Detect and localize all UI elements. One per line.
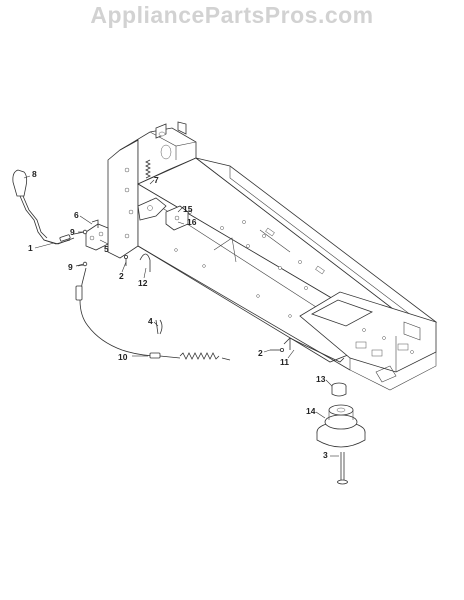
control-rod [43,234,75,245]
screw-lower [270,347,284,352]
callout-6: 6 [74,210,79,220]
leader-lines [23,175,339,457]
tension-spring [137,159,167,221]
tractor-frame [107,121,438,391]
control-cable [75,267,231,361]
cotter-pin [155,319,163,335]
drive-pulley [316,404,366,448]
bolt-lower [75,261,88,267]
callout-2-upper: 2 [119,271,124,281]
pulley-bolt [337,452,348,485]
callout-11: 11 [280,357,289,367]
callout-14: 14 [306,406,316,416]
idler-bracket [165,205,189,231]
watermark: AppliancePartsPros.com [90,2,374,28]
callout-10: 10 [118,352,128,362]
callout-13: 13 [316,374,326,384]
callout-9-upper: 9 [70,227,75,237]
callout-12: 12 [138,278,148,288]
callout-9-lower: 9 [68,262,73,272]
callout-labels: 1 2 2 3 4 5 6 7 8 9 9 10 11 12 13 14 15 … [28,169,328,460]
callout-1: 1 [28,243,33,253]
callout-16: 16 [187,217,197,227]
callout-4: 4 [148,316,153,326]
idler-rod [283,337,345,363]
callout-15: 15 [183,204,193,214]
callout-2-lower: 2 [258,348,263,358]
callout-3: 3 [323,450,328,460]
callout-8: 8 [32,169,37,179]
clutch-handle-grip [12,169,71,245]
callout-5: 5 [104,244,109,254]
hook-pin [139,253,151,272]
pulley-spacer [331,382,347,397]
callout-7: 7 [154,175,159,185]
